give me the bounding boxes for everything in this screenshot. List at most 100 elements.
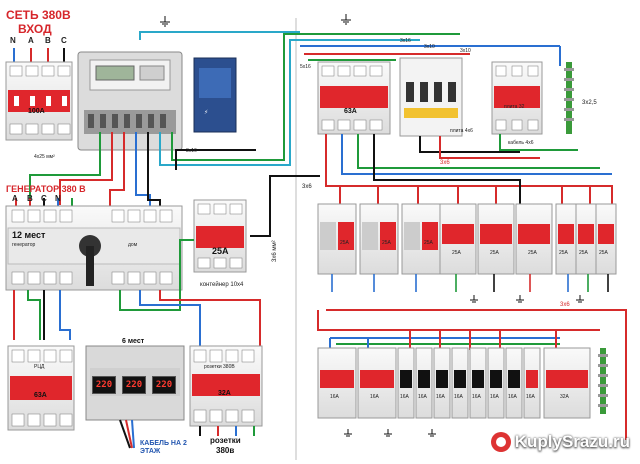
main-breaker-rating: 100A [28, 108, 45, 115]
ground-symbol-right [341, 14, 351, 25]
six-places-label: 6 мест [122, 338, 145, 345]
bottom-row-devices [317, 347, 591, 419]
breaker-mid-3 [515, 203, 553, 275]
bottom-breaker-6 [451, 347, 469, 419]
switch-output-wires [13, 149, 320, 350]
bottom-breaker-8 [487, 347, 505, 419]
generator-title: ГЕНЕРАТОР 380 В [6, 184, 86, 194]
gen-breaker-rating: 25А [212, 246, 229, 256]
right-breaker-rating: 63А [344, 108, 357, 115]
rcd-top-label: РЦД [34, 364, 45, 370]
difavtomat-1 [317, 203, 357, 275]
rcd-63a [7, 345, 75, 431]
wire-label-top-1: 3x16 [400, 38, 411, 44]
input-wires [13, 48, 65, 64]
relay-display-1: 220 [92, 376, 116, 394]
phase-label-a: A [28, 36, 34, 45]
breaker-mid-4 [555, 203, 577, 275]
mid-3x6-label-1: 3х6 [440, 160, 450, 166]
mid-3x6-label-3: 3х6 [560, 302, 570, 308]
watermark-logo-icon [490, 432, 511, 452]
bottom-breaker-3 [397, 347, 415, 419]
bottom-breaker-4 [415, 347, 433, 419]
stove-breaker-label: плита 32 [504, 104, 525, 110]
mid-rating-6: 25A [599, 250, 608, 256]
gen-phase-a: A [12, 194, 18, 203]
rcd-stove [399, 57, 463, 137]
mid-rating-4: 25A [559, 250, 568, 256]
switch-sub-home: дом [128, 242, 138, 248]
sockets-label-2: 380в [216, 446, 235, 455]
input-title: СЕТЬ 380В [6, 8, 71, 22]
bottom-breaker-9 [505, 347, 523, 419]
bottom-breaker-10 [523, 347, 541, 419]
sockets-top-label: розетки 380В [204, 364, 235, 370]
gen-phase-c: C [41, 194, 47, 203]
cable-note-3x16: 3x16 [186, 148, 197, 154]
mid-rating-2: 25A [490, 250, 499, 256]
difs-rating-3: 25A [424, 240, 433, 246]
terminal-strip-bottom [598, 348, 608, 414]
electricity-meter [77, 51, 183, 151]
breaker-stove-32 [491, 61, 543, 135]
gen-breaker-25a [193, 199, 247, 273]
breaker-mid-2 [477, 203, 515, 275]
input-subtitle: ВХОД [18, 22, 52, 36]
phase-label-n: N [10, 36, 16, 45]
mid-rating-1: 25A [452, 250, 461, 256]
difs-rating-2: 25A [382, 240, 391, 246]
rcd-rating: 63А [34, 392, 47, 399]
switch-title: 12 мест [12, 230, 46, 240]
cable-note-4x25: 4x25 мм² [34, 154, 55, 160]
surge-protector: ⚡ [193, 57, 237, 133]
top-feed-wires [300, 45, 561, 66]
wire-label-top-3: 3x10 [460, 48, 471, 54]
bottom-breaker-7 [469, 347, 487, 419]
mid-rating-3: 25A [528, 250, 537, 256]
sockets-breaker-rating: 32А [218, 390, 231, 397]
bottom-rating-4: 16A [418, 394, 427, 400]
bottom-rating-10: 16A [526, 394, 535, 400]
relay-display-2: 220 [122, 376, 146, 394]
gen-phase-n: N [55, 194, 61, 203]
difs-rating-1: 25A [340, 240, 349, 246]
main-breaker-100a [5, 61, 73, 141]
mid-distribution-wires [325, 134, 613, 206]
watermark: KuplуSrazu.ru [490, 432, 630, 452]
sockets-label-1: розетки [210, 436, 241, 445]
contactor-label: контейнер 10x4 [200, 282, 244, 288]
breaker-mid-5 [575, 203, 597, 275]
bottom-rating-6: 16A [454, 394, 463, 400]
ground-symbols-bottom [344, 295, 584, 437]
relay-display-3: 220 [152, 376, 176, 394]
meter-output-wires [29, 31, 460, 210]
phase-label-b: B [45, 36, 51, 45]
cable-note-3x6mm: 3x6 мм² [272, 240, 278, 262]
mid-lower-wires [331, 274, 609, 292]
difavtomat-2 [359, 203, 399, 275]
bottom-rating-3: 16A [400, 394, 409, 400]
sockets-breaker-32a [189, 345, 263, 427]
bottom-breaker-2 [357, 347, 397, 419]
bottom-rating-5: 16A [436, 394, 445, 400]
bottom-breaker-5 [433, 347, 451, 419]
bottom-rating-32a: 32A [560, 394, 569, 400]
phase-label-c: C [61, 36, 67, 45]
breaker-mid-6 [595, 203, 617, 275]
terminal-strip-top [564, 62, 574, 134]
bottom-breaker-1 [317, 347, 357, 419]
bottom-rating-7: 16A [472, 394, 481, 400]
switch-sub-generator: генератор [12, 242, 36, 248]
bottom-rating-1: 16A [330, 394, 339, 400]
changeover-switch [5, 205, 183, 291]
bottom-rating-8: 16A [490, 394, 499, 400]
watermark-text: KuplуSrazu.ru [514, 432, 630, 451]
bottom-bus-wires [317, 309, 627, 440]
bottom-cable-wires [119, 419, 255, 449]
terminal-cross-label: 3х2,5 [582, 100, 597, 106]
stove-cable-label: кабель 4х6 [508, 140, 534, 146]
bottom-rating-2: 16A [370, 394, 379, 400]
bottom-rating-9: 16A [508, 394, 517, 400]
